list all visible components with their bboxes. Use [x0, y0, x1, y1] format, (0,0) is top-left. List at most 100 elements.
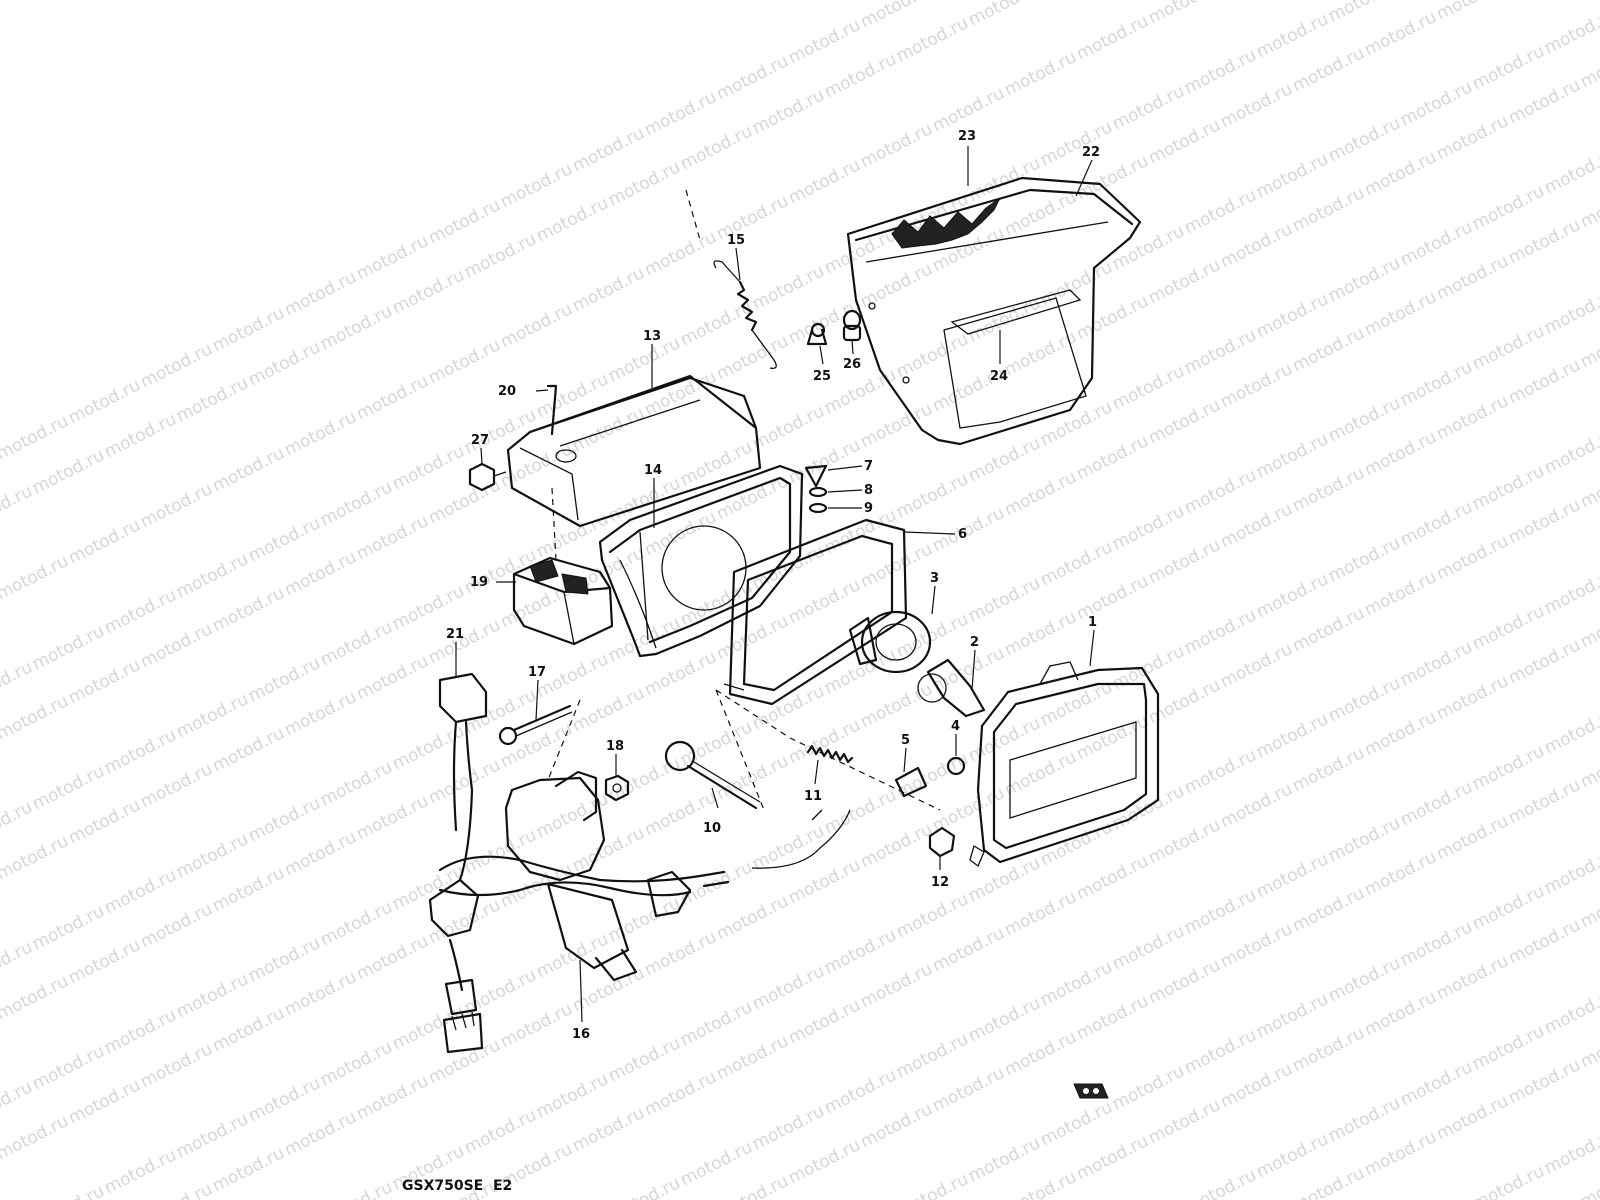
watermark-text: motod.ru	[29, 621, 108, 674]
watermark-text: motod.ru	[1253, 1129, 1332, 1182]
watermark-text: motod.ru	[1469, 41, 1548, 94]
callout-17: 17	[528, 665, 546, 680]
watermark-text: motod.ru	[1253, 989, 1332, 1042]
watermark-text: motod.ru	[785, 715, 864, 768]
watermark-text: motod.ru	[1469, 1021, 1548, 1074]
watermark-text: motod.ru	[0, 691, 72, 744]
watermark-text: motod.ru	[65, 935, 144, 988]
watermark-text: motod.ru	[1289, 743, 1368, 796]
part-16-motor-harness	[428, 770, 851, 1054]
watermark-text: motod.ru	[1253, 289, 1332, 342]
watermark-text: motod.ru	[1145, 535, 1224, 588]
watermark-text: motod.ru	[1145, 815, 1224, 868]
watermark-text: motod.ru	[569, 683, 648, 736]
watermark-text: motod.ru	[137, 619, 216, 672]
watermark-text: motod.ru	[353, 931, 432, 984]
callout-7: 7	[864, 459, 873, 474]
watermark-text: motod.ru	[0, 481, 36, 534]
watermark-text: motod.ru	[641, 927, 720, 980]
watermark-text: motod.ru	[29, 1041, 108, 1094]
callout-18: 18	[606, 739, 624, 754]
watermark-text: motod.ru	[1541, 985, 1600, 1038]
watermark-text: motod.ru	[461, 545, 540, 598]
watermark-text: motod.ru	[893, 889, 972, 942]
callout-6: 6	[958, 527, 967, 542]
watermark-text: motod.ru	[1325, 0, 1404, 26]
watermark-text: motod.ru	[641, 1067, 720, 1120]
watermark-text: motod.ru	[1541, 845, 1600, 898]
callout-labels: 1 2 3 4 5 6 7 8 9 10 11 12 13 14 15 16 1…	[446, 129, 1100, 1042]
watermark-text: motod.ru	[1109, 361, 1188, 414]
watermark-text: motod.ru	[929, 643, 1008, 696]
watermark-text: motod.ru	[1109, 641, 1188, 694]
watermark-text: motod.ru	[1577, 459, 1600, 512]
watermark-text: motod.ru	[0, 797, 36, 850]
watermark-text: motod.ru	[1433, 391, 1512, 444]
callout-4: 4	[951, 719, 960, 734]
watermark-text: motod.ru	[245, 337, 324, 390]
watermark-text: motod.ru	[965, 1133, 1044, 1186]
watermark-text: motod.ru	[101, 865, 180, 918]
watermark-text: motod.ru	[317, 301, 396, 354]
watermark-text: motod.ru	[965, 293, 1044, 346]
watermark-text: motod.ru	[245, 513, 324, 566]
watermark-text: motod.ru	[1109, 781, 1188, 834]
watermark-text: motod.ru	[533, 1069, 612, 1122]
assembly-lines	[547, 189, 941, 811]
watermark-text: motod.ru	[821, 49, 900, 102]
watermark-text: motod.ru	[281, 407, 360, 460]
watermark-text: motod.ru	[29, 1181, 108, 1200]
watermark-text: motod.ru	[1505, 915, 1584, 968]
watermark-text: motod.ru	[1073, 291, 1152, 344]
watermark-text: motod.ru	[1253, 429, 1332, 482]
watermark-text: motod.ru	[173, 1109, 252, 1162]
watermark-text: motod.ru	[1073, 851, 1152, 904]
watermark-text: motod.ru	[785, 1135, 864, 1188]
watermark-text: motod.ru	[281, 827, 360, 880]
watermark-text: motod.ru	[101, 1005, 180, 1058]
watermark-text: motod.ru	[605, 1173, 684, 1200]
cover-logo-mark	[891, 197, 1001, 249]
watermark-text: motod.ru	[1397, 1057, 1476, 1110]
watermark-text: motod.ru	[1541, 145, 1600, 198]
watermark-text: motod.ru	[317, 1037, 396, 1090]
leader-lines	[455, 146, 1095, 1023]
callout-22: 22	[1082, 145, 1100, 160]
watermark-text: motod.ru	[245, 1073, 324, 1126]
watermark-text: motod.ru	[209, 863, 288, 916]
watermark-text: motod.ru	[209, 443, 288, 496]
watermark-text: motod.ru	[821, 1065, 900, 1118]
watermark-text: motod.ru	[1541, 1125, 1600, 1178]
watermark-text: motod.ru	[821, 365, 900, 418]
part-5-socket	[894, 766, 928, 798]
watermark-text: motod.ru	[1181, 605, 1260, 658]
watermark-text: motod.ru	[1541, 285, 1600, 338]
watermark-text: motod.ru	[1469, 881, 1548, 934]
watermark-text: motod.ru	[1217, 779, 1296, 832]
watermark-text: motod.ru	[533, 929, 612, 982]
watermark-text: motod.ru	[497, 159, 576, 212]
watermark-text: motod.ru	[1541, 705, 1600, 758]
model-caption: GSX750SE E2	[402, 1178, 512, 1194]
watermark-text: motod.ru	[1397, 217, 1476, 270]
watermark-text: motod.ru	[1433, 1091, 1512, 1144]
part-4-pilot-bulb	[946, 756, 966, 776]
watermark-text: motod.ru	[1577, 179, 1600, 232]
watermark-text: motod.ru	[1541, 565, 1600, 618]
watermark-text: motod.ru	[1361, 7, 1440, 60]
watermark-text: motod.ru	[533, 509, 612, 562]
watermark-text: motod.ru	[497, 299, 576, 352]
watermark-text: motod.ru	[1469, 741, 1548, 794]
watermark-text: motod.ru	[0, 411, 72, 464]
watermark-text: motod.ru	[1289, 883, 1368, 936]
watermark-text: motod.ru	[1181, 1165, 1260, 1200]
watermark-text: motod.ru	[1397, 777, 1476, 830]
watermark-text: motod.ru	[677, 121, 756, 174]
watermark-text: motod.ru	[821, 925, 900, 978]
watermark-text: motod.ru	[1469, 181, 1548, 234]
watermark-text: motod.ru	[569, 123, 648, 176]
watermark-text: motod.ru	[1505, 215, 1584, 268]
part-7-screw	[804, 464, 828, 488]
watermark-text: motod.ru	[1253, 709, 1332, 762]
